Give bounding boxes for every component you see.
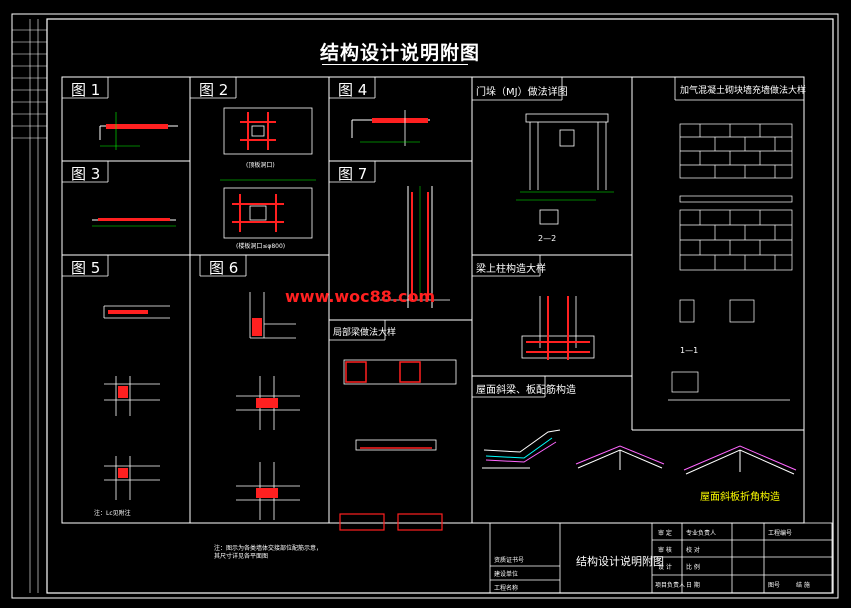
fig6-detail xyxy=(236,292,300,520)
panel-label-local-beam: 局部梁做法大样 xyxy=(333,328,397,338)
panel-label-lintel: 门垛（MJ）做法详图 xyxy=(476,87,568,98)
column-on-beam-detail xyxy=(521,296,595,360)
fig2-caption-2: (楼板洞口≤φ800) xyxy=(236,243,286,250)
aerated-wall-detail xyxy=(668,123,793,401)
title-block-review: 审 核 xyxy=(658,547,672,554)
title-block-lines xyxy=(489,522,833,594)
title-block-date: 日 期 xyxy=(686,582,700,589)
roof-slab-detail xyxy=(482,429,797,475)
outer-border xyxy=(11,13,839,599)
title-underline xyxy=(322,64,468,65)
panel-label-fig7: 图 7 xyxy=(338,165,368,183)
fig1-detail xyxy=(99,112,178,150)
panel-label-ring-beam: 梁上柱构造大样 xyxy=(476,264,546,275)
section-label-1-1: 1—1 xyxy=(680,346,699,355)
panel-label-aerated: 加气混凝土砌块墙充墙做法大样 xyxy=(680,86,807,96)
left-margin-strip xyxy=(12,19,47,593)
title-block-client: 建设单位 xyxy=(494,571,519,578)
local-beam-detail xyxy=(339,359,457,531)
panel-label-roof-slab: 屋面斜梁、板配筋构造 xyxy=(476,385,576,396)
inner-border xyxy=(46,18,834,594)
fig5-detail xyxy=(103,305,170,500)
title-block-scale: 比 例 xyxy=(686,564,700,571)
title-block-project-lead: 项目负责人 xyxy=(655,582,686,589)
label-boxes xyxy=(62,77,804,398)
fig2-caption: (顶板洞口) xyxy=(246,162,275,169)
fig4-detail xyxy=(351,110,430,146)
title-block-project-name: 工程名称 xyxy=(494,585,519,592)
title-block-lead: 专业负责人 xyxy=(686,530,717,537)
panel-label-roof-eave: 屋面斜板折角构造 xyxy=(700,492,780,503)
title-block-sheet-no: 图号 xyxy=(768,582,781,589)
fig3-detail xyxy=(92,218,176,227)
section-label-2-2: 2—2 xyxy=(538,234,557,243)
sheet-title: 结构设计说明附图 xyxy=(320,42,481,64)
fig5-note: 注：Lc见附注 xyxy=(94,510,131,517)
fig7-detail xyxy=(380,186,450,308)
panel-label-fig5: 图 5 xyxy=(71,259,101,277)
title-block-design: 设 计 xyxy=(658,564,672,571)
fig6-note: 注：图示为各类墙体交接部位配筋示意，其尺寸详见各平面图 xyxy=(214,545,323,560)
panel-label-fig6: 图 6 xyxy=(209,259,239,277)
panel-label-fig2: 图 2 xyxy=(199,81,229,99)
fig2-detail xyxy=(220,107,316,239)
title-block-license: 资质证书号 xyxy=(494,557,525,564)
panel-grid xyxy=(61,76,805,524)
title-block-sheet-code: 结 施 xyxy=(796,582,810,589)
lintel-detail xyxy=(516,113,614,225)
title-block-project-no: 工程编号 xyxy=(768,530,793,537)
title-block-approve: 审 定 xyxy=(658,530,672,537)
panel-label-fig4: 图 4 xyxy=(338,81,368,99)
title-block-check: 校 对 xyxy=(686,547,700,554)
panel-label-fig3: 图 3 xyxy=(71,165,101,183)
title-block-drawing-name: 结构设计说明附图 xyxy=(576,555,664,568)
watermark: www.woc88.com xyxy=(285,287,436,306)
panel-label-fig1: 图 1 xyxy=(71,81,101,99)
